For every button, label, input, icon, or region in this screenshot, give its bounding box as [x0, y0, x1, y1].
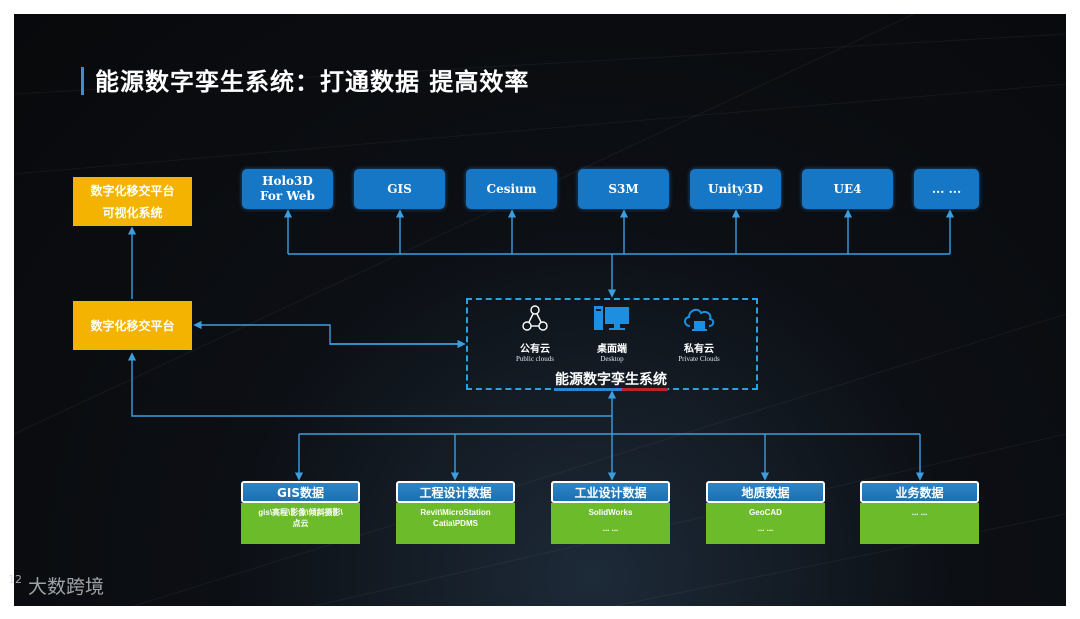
- card-title: 工业设计数据: [551, 481, 670, 503]
- engine-more: ... ...: [914, 169, 979, 209]
- env-label-zh: 桌面端: [597, 344, 627, 355]
- data-source-engineering: 工程设计数据 Revit\MicroStation Catia\PDMS: [396, 481, 515, 544]
- card-title: 地质数据: [706, 481, 825, 503]
- title-underline-red: [622, 388, 668, 391]
- env-label-zh: 私有云: [684, 344, 714, 355]
- env-public-cloud: 公有云 Public clouds: [490, 304, 580, 363]
- slide-canvas: 能源数字孪生系统：打通数据 提高效率: [14, 14, 1066, 606]
- engine-cesium: Cesium: [466, 169, 557, 209]
- handover-platform-box: 数字化移交平台: [73, 301, 192, 350]
- private-cloud-icon: [684, 308, 715, 331]
- card-line: Catia\PDMS: [433, 519, 478, 528]
- engine-ue4: UE4: [802, 169, 893, 209]
- env-label-en: Desktop: [600, 355, 624, 363]
- engine-s3m: S3M: [578, 169, 669, 209]
- env-label-zh: 公有云: [520, 344, 550, 355]
- card-title: GIS数据: [241, 481, 360, 503]
- env-label-en: Public clouds: [516, 355, 554, 363]
- engine-holo3d: Holo3D For Web: [242, 169, 333, 209]
- card-body: ... ...: [860, 503, 979, 544]
- card-title: 工程设计数据: [396, 481, 515, 503]
- desktop-icon: [594, 306, 629, 330]
- data-source-business: 业务数据 ... ...: [860, 481, 979, 544]
- card-line: SolidWorks: [588, 508, 633, 517]
- card-body: Revit\MicroStation Catia\PDMS: [396, 503, 515, 544]
- card-body: gis\高程\影像\倾斜摄影\ 点云: [241, 503, 360, 544]
- env-label-en: Private Clouds: [678, 355, 720, 363]
- engine-unity3d: Unity3D: [690, 169, 781, 209]
- card-title: 业务数据: [860, 481, 979, 503]
- card-line: gis\高程\影像\倾斜摄影\: [258, 508, 343, 517]
- box-line-2: 可视化系统: [102, 205, 163, 220]
- env-desktop: 桌面端 Desktop: [567, 304, 657, 363]
- card-line: 点云: [292, 519, 309, 528]
- center-system-title: 能源数字孪生系统: [555, 372, 667, 388]
- data-source-gis: GIS数据 gis\高程\影像\倾斜摄影\ 点云: [241, 481, 360, 544]
- engine-gis: GIS: [354, 169, 445, 209]
- card-body: SolidWorks ... ...: [551, 503, 670, 544]
- env-private-cloud: 私有云 Private Clouds: [654, 304, 744, 363]
- card-line: ... ...: [911, 508, 928, 517]
- watermark-prefix: 12: [8, 573, 22, 586]
- watermark: 12 大数跨境: [8, 572, 104, 599]
- title-underline-blue: [554, 388, 622, 391]
- card-line: Revit\MicroStation: [420, 508, 491, 517]
- box-line-1: 数字化移交平台: [90, 183, 175, 198]
- card-body: GeoCAD ... ...: [706, 503, 825, 544]
- card-line: ... ...: [602, 524, 619, 533]
- card-line: GeoCAD: [749, 508, 782, 517]
- box-label: 数字化移交平台: [90, 318, 175, 333]
- page-title: 能源数字孪生系统：打通数据 提高效率: [95, 68, 530, 96]
- connector-lines: [127, 209, 955, 481]
- background-streaks: [14, 14, 1066, 606]
- data-source-geology: 地质数据 GeoCAD ... ...: [706, 481, 825, 544]
- card-line: ... ...: [757, 524, 774, 533]
- network-cloud-icon: [522, 305, 548, 331]
- visualization-platform-box: 数字化移交平台 可视化系统: [73, 177, 192, 226]
- data-source-industrial: 工业设计数据 SolidWorks ... ...: [551, 481, 670, 544]
- watermark-text: 大数跨境: [28, 576, 105, 598]
- title-accent-bar: [81, 67, 84, 95]
